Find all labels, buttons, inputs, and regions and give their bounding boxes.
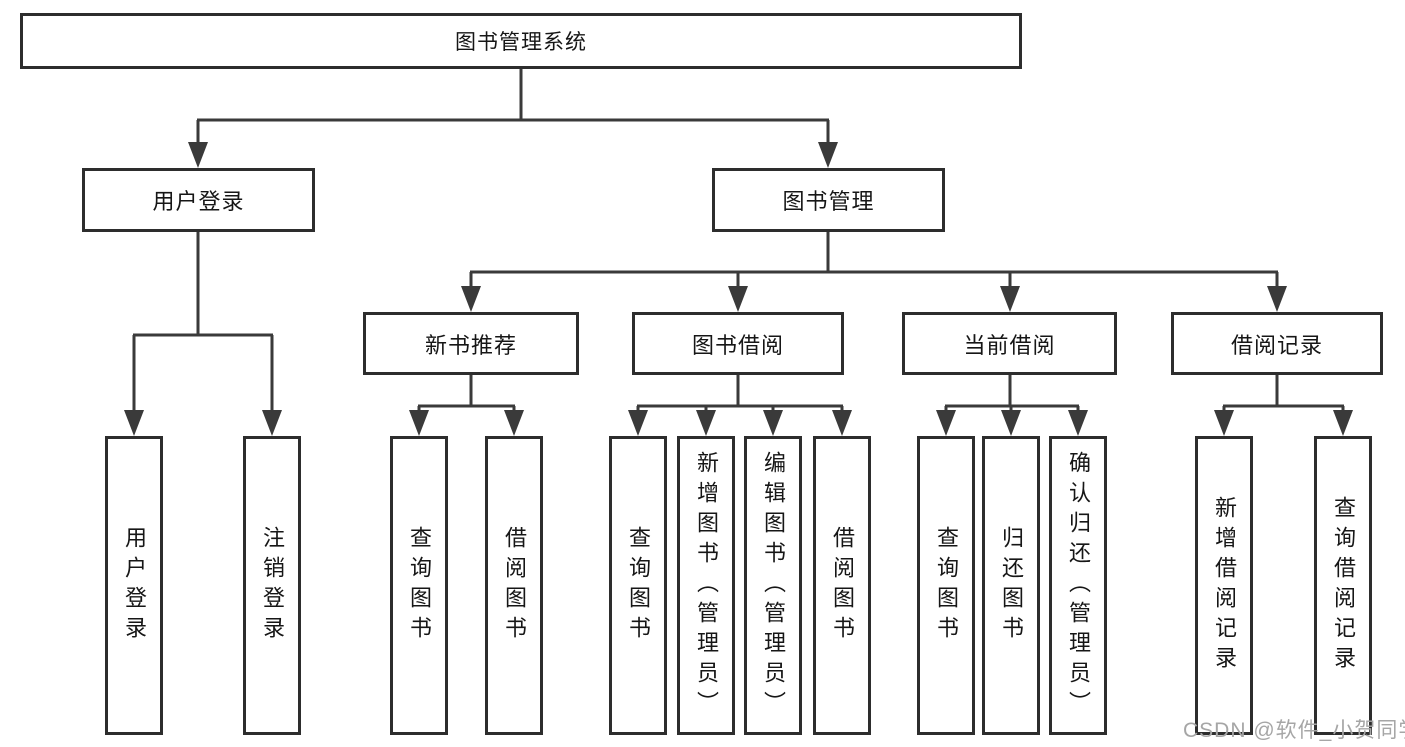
node-label: 注销登录 [260,525,285,646]
node-label: 新增图书（管理员） [694,450,719,721]
node-current-borrowing: 当前借阅 [902,312,1117,375]
leaf-borrow-books: 借阅图书 [813,436,871,735]
leaf-add-borrow-record: 新增借阅记录 [1195,436,1253,735]
leaf-user-login: 用户登录 [105,436,163,735]
leaf-query-books-recommend: 查询图书 [390,436,448,735]
node-label: 借阅图书 [830,525,855,646]
node-label: 查询图书 [407,525,432,646]
leaf-query-books-current: 查询图书 [917,436,975,735]
node-label: 用户登录 [152,189,245,214]
node-label: 查询图书 [626,525,651,646]
leaf-query-books-borrow: 查询图书 [609,436,667,735]
leaf-confirm-return-admin: 确认归还（管理员） [1049,436,1107,735]
leaf-return-book: 归还图书 [982,436,1040,735]
leaf-edit-book-admin: 编辑图书（管理员） [744,436,802,735]
node-borrowing-records: 借阅记录 [1171,312,1383,375]
node-root-system: 图书管理系统 [20,13,1022,69]
leaf-logout: 注销登录 [243,436,301,735]
node-user-login: 用户登录 [82,168,315,232]
node-new-book-recommend: 新书推荐 [363,312,579,375]
node-label: 查询借阅记录 [1331,495,1356,676]
leaf-query-borrow-record: 查询借阅记录 [1314,436,1372,735]
node-label: 图书管理系统 [455,31,587,54]
node-label: 查询图书 [934,525,959,646]
node-label: 编辑图书（管理员） [761,450,786,721]
arrow-down-icon [124,142,1353,436]
node-book-borrowing: 图书借阅 [632,312,844,375]
node-label: 新增借阅记录 [1212,495,1237,676]
node-book-management: 图书管理 [712,168,945,232]
csdn-watermark: CSDN @软件_小贺同学 [1183,719,1405,742]
node-label: 借阅图书 [502,525,527,646]
node-label: 当前借阅 [963,332,1056,358]
node-label: 用户登录 [122,525,147,646]
node-label: 图书借阅 [691,332,784,358]
leaf-add-book-admin: 新增图书（管理员） [677,436,735,735]
node-label: 确认归还（管理员） [1066,450,1091,721]
node-label: 新书推荐 [424,332,517,358]
node-label: 借阅记录 [1230,332,1323,358]
node-label: 归还图书 [999,525,1024,646]
node-label: 图书管理 [782,189,875,214]
leaf-borrow-books-recommend: 借阅图书 [485,436,543,735]
